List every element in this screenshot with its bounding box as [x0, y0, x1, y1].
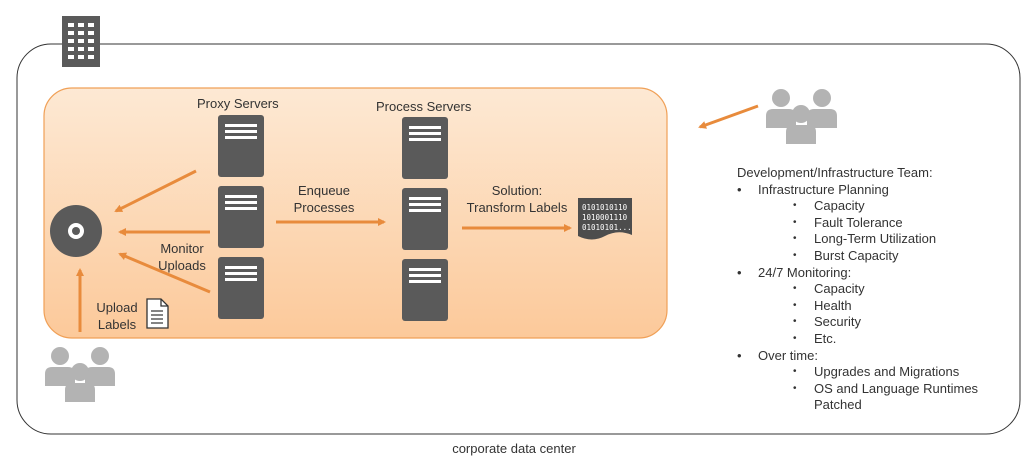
- list-item: •24/7 Monitoring:: [737, 264, 852, 280]
- list-item: •Upgrades and Migrations: [793, 364, 960, 380]
- process-server-2: [402, 188, 448, 250]
- arrow-proxy3-to-disc: [118, 252, 211, 294]
- data-block-shape: [578, 198, 632, 240]
- people-icon-left: [45, 347, 115, 402]
- disc-icon: [50, 205, 102, 257]
- list-item: •Capacity: [793, 198, 865, 214]
- process-servers-title: Process Servers: [376, 99, 472, 114]
- list-item: •OS and Language Runtimes: [793, 380, 979, 396]
- list-item: •Security: [793, 314, 861, 330]
- people-icon-team: [766, 89, 837, 144]
- document-icon: [146, 298, 169, 329]
- data-center-caption: corporate data center: [452, 441, 576, 456]
- proxy-server-1: [218, 115, 264, 177]
- upload-labels-label: Upload Labels: [96, 300, 138, 332]
- list-item: •Over time:: [737, 347, 818, 363]
- server-cluster-area: [43, 87, 668, 339]
- list-item: •Long-Term Utilization: [793, 231, 937, 247]
- team-responsibilities-list: Development/Infrastructure Team: •Infras…: [737, 165, 978, 414]
- data-center-frame: [16, 43, 1021, 435]
- process-server-1: [402, 117, 448, 179]
- list-item: •Infrastructure Planning: [737, 181, 889, 197]
- list-item: •Health: [793, 297, 852, 313]
- process-server-3: [402, 259, 448, 321]
- list-item: •Etc.: [793, 330, 837, 346]
- proxy-server-3: [218, 257, 264, 319]
- monitor-uploads-label: Monitor Uploads: [158, 241, 206, 273]
- list-item: •Burst Capacity: [793, 247, 899, 263]
- building-icon: [62, 16, 100, 67]
- arrow-team-to-cluster: [698, 104, 759, 129]
- list-item-continuation: Patched: [814, 397, 862, 413]
- data-block-text: 0101010110 1010001110 01010101...: [582, 203, 632, 232]
- solution-label: Solution: Transform Labels: [466, 183, 568, 215]
- list-item: •Capacity: [793, 281, 865, 297]
- list-item: •Fault Tolerance: [793, 214, 903, 230]
- proxy-servers-title: Proxy Servers: [197, 96, 279, 111]
- proxy-server-2: [218, 186, 264, 248]
- team-title: Development/Infrastructure Team:: [737, 165, 933, 180]
- enqueue-label: Enqueue Processes: [293, 183, 355, 215]
- arrow-proxy1-to-disc: [114, 169, 197, 213]
